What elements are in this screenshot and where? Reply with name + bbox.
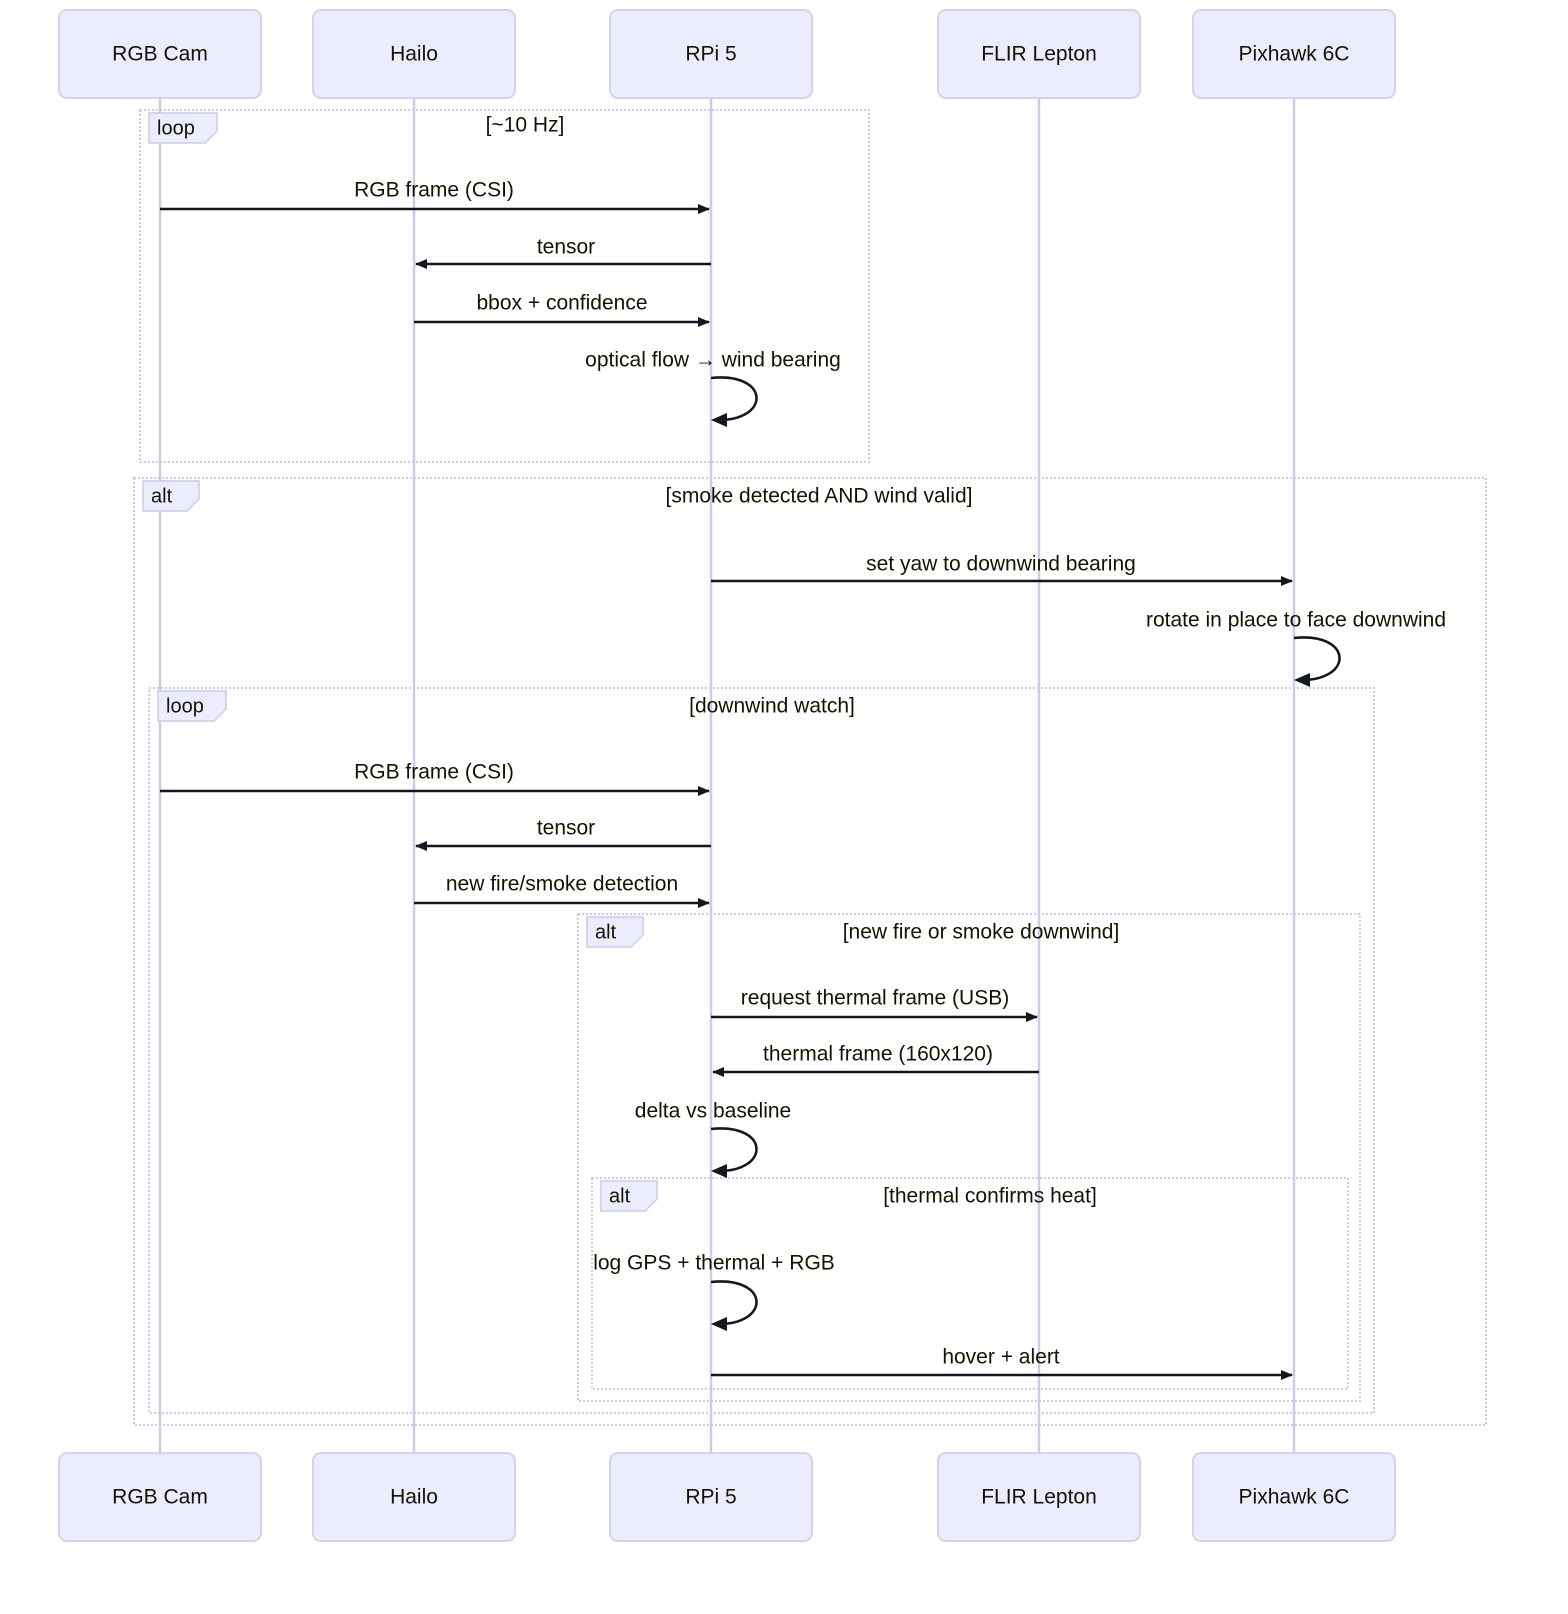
actor-label-rpi5-top: RPi 5 <box>685 43 736 66</box>
actor-label-rgbcam-top: RGB Cam <box>112 43 208 66</box>
actor-box-rpi5-top[interactable] <box>609 9 813 99</box>
fragment-tab-loop-downwind-watch <box>157 690 227 722</box>
self-message-arrowhead-m13 <box>711 1317 727 1331</box>
actor-box-flir-top[interactable] <box>937 9 1141 99</box>
actor-boxes-bottom: RGB Cam Hailo RPi 5 FLIR Lepton Pixhawk 6C <box>58 1452 1396 1542</box>
self-message-curve-m4 <box>710 376 758 422</box>
fragment-tab-label-alt-new-fire-smoke: alt <box>595 921 617 943</box>
self-message-arrowhead-m4 <box>711 413 727 427</box>
actor-label-pixhawk-bottom: Pixhawk 6C <box>1239 1486 1350 1509</box>
message-label-m3: bbox + confidence <box>476 292 647 315</box>
fragment-frame-loop-downwind-watch <box>148 687 1375 1414</box>
self-message-curve-m13 <box>710 1280 758 1326</box>
fragment-condition-alt-thermal-confirms: [thermal confirms heat] <box>883 1185 1097 1208</box>
fragment-tab-label-alt-thermal-confirms: alt <box>609 1185 631 1207</box>
actor-label-hailo-top: Hailo <box>390 43 438 66</box>
fragment-tab-alt-smoke-wind <box>142 480 200 512</box>
message-label-m12: delta vs baseline <box>635 1100 791 1123</box>
fragment-tab-label-alt-smoke-wind: alt <box>151 485 173 507</box>
message-label-m9: new fire/smoke detection <box>446 873 678 896</box>
fragment-condition-loop-10hz: [~10 Hz] <box>486 114 565 137</box>
message-label-m8: tensor <box>537 817 595 840</box>
actor-label-pixhawk-top: Pixhawk 6C <box>1239 43 1350 66</box>
actor-box-rpi5-bottom[interactable] <box>609 1452 813 1542</box>
messages-group: RGB frame (CSI) tensor bbox + confidence op… <box>160 179 1446 1380</box>
self-message-arrowhead-m12 <box>711 1164 727 1178</box>
self-message-curve-m6 <box>1293 636 1341 682</box>
message-label-m11: thermal frame (160x120) <box>763 1043 993 1066</box>
fragment-tab-label-loop-10hz: loop <box>157 117 195 139</box>
fragment-frame-loop-10hz <box>139 109 870 463</box>
actor-box-flir-bottom[interactable] <box>937 1452 1141 1542</box>
self-message-arrowhead-m6 <box>1294 673 1310 687</box>
message-label-m14: hover + alert <box>942 1346 1059 1369</box>
fragment-condition-loop-downwind-watch: [downwind watch] <box>689 695 855 718</box>
message-label-m10: request thermal frame (USB) <box>741 987 1009 1010</box>
fragment-condition-alt-smoke-wind: [smoke detected AND wind valid] <box>666 485 973 508</box>
actor-label-flir-top: FLIR Lepton <box>981 43 1097 66</box>
actor-box-pixhawk-bottom[interactable] <box>1192 1452 1396 1542</box>
fragment-tab-alt-thermal-confirms <box>600 1180 658 1212</box>
message-label-m1: RGB frame (CSI) <box>354 179 514 202</box>
combined-fragments-group: loop [~10 Hz] alt [smoke detected AND wind … <box>133 109 1487 1426</box>
self-message-curve-m12 <box>710 1127 758 1173</box>
actor-box-pixhawk-top[interactable] <box>1192 9 1396 99</box>
fragment-tab-alt-new-fire-smoke <box>586 916 644 948</box>
fragment-frame-alt-thermal-confirms <box>591 1177 1349 1390</box>
actor-label-rgbcam-bottom: RGB Cam <box>112 1486 208 1509</box>
message-label-m5: set yaw to downwind bearing <box>866 553 1136 576</box>
message-label-m7: RGB frame (CSI) <box>354 761 514 784</box>
message-label-m6: rotate in place to face downwind <box>1146 609 1446 632</box>
message-label-m4: optical flow → wind bearing <box>585 349 841 372</box>
fragment-tab-label-loop-downwind-watch: loop <box>166 695 204 717</box>
actor-box-hailo-top[interactable] <box>312 9 516 99</box>
fragment-frame-alt-new-fire-smoke <box>577 913 1361 1402</box>
message-label-m13: log GPS + thermal + RGB <box>593 1252 835 1275</box>
actor-boxes-top: RGB Cam Hailo RPi 5 FLIR Lepton Pixhawk 6C <box>58 9 1396 99</box>
message-label-m2: tensor <box>537 236 595 259</box>
fragment-tab-loop-10hz <box>148 112 218 144</box>
actor-box-rgbcam-bottom[interactable] <box>58 1452 262 1542</box>
actor-label-flir-bottom: FLIR Lepton <box>981 1486 1097 1509</box>
actor-box-hailo-bottom[interactable] <box>312 1452 516 1542</box>
fragment-frame-alt-smoke-wind <box>133 477 1487 1426</box>
lifelines-group <box>158 98 1296 1453</box>
actor-label-hailo-bottom: Hailo <box>390 1486 438 1509</box>
actor-label-rpi5-bottom: RPi 5 <box>685 1486 736 1509</box>
fragment-condition-alt-new-fire-smoke: [new fire or smoke downwind] <box>843 921 1120 944</box>
actor-box-rgbcam-top[interactable] <box>58 9 262 99</box>
